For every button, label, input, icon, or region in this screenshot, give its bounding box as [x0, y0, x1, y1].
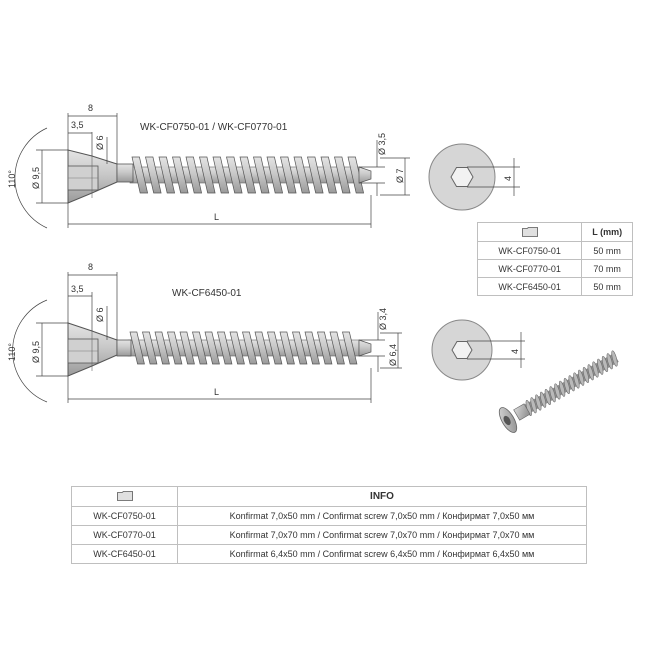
dim-neck-diameter: Ø 6 [95, 307, 105, 322]
dim-head-angle: 110° [7, 343, 17, 361]
dim-thread-diameter: Ø 7 [395, 168, 405, 183]
info-description: Konfirmat 7,0x70 mm / Confirmat screw 7,… [177, 525, 587, 545]
length-value: 50 mm [581, 241, 633, 260]
length-table-icon-cell [476, 222, 583, 242]
dim-recess-depth: 3,5 [71, 284, 84, 294]
dim-hex-size: 4 [503, 176, 513, 181]
dim-length: L [214, 387, 219, 397]
length-table: L (mm) WK-CF0750-01 50 mm WK-CF0770-01 7… [476, 222, 633, 296]
screw-2-title: WK-CF6450-01 [172, 288, 242, 299]
dim-head-diameter: Ø 9,5 [31, 341, 41, 363]
length-code: WK-CF6450-01 [476, 277, 583, 296]
screw-2-drawing: 8 3,5 Ø 6 Ø 9,5 110° Ø 3,4 Ø 6,4 L WK-CF… [7, 262, 402, 403]
screw-2-thread [127, 331, 372, 365]
screw-1-drawing: 8 3,5 Ø 6 Ø 9,5 110° Ø 3,5 Ø 7 L WK-CF07… [7, 103, 410, 229]
screw-perspective-render [498, 350, 619, 433]
info-table: INFO WK-CF0750-01 Konfirmat 7,0x50 mm / … [71, 486, 587, 564]
screw-1-title: WK-CF0750-01 / WK-CF0770-01 [140, 122, 288, 133]
dim-head-diameter: Ø 9,5 [31, 167, 41, 189]
dim-core-diameter: Ø 3,4 [378, 308, 388, 330]
folder-icon [116, 491, 133, 502]
dim-length: L [214, 212, 219, 222]
dim-thread-diameter: Ø 6,4 [388, 344, 398, 366]
info-code: WK-CF0770-01 [71, 525, 178, 545]
length-code: WK-CF0770-01 [476, 259, 583, 278]
info-description: Konfirmat 7,0x50 mm / Confirmat screw 7,… [177, 506, 587, 526]
screw-2-end-view: 4 [431, 319, 525, 381]
info-description: Konfirmat 6,4x50 mm / Confirmat screw 6,… [177, 544, 587, 564]
screw-1-end-view: 4 [428, 143, 520, 211]
length-value: 50 mm [581, 277, 633, 296]
dim-head-angle: 110° [7, 170, 17, 188]
info-table-icon-cell [71, 486, 178, 507]
dim-recess-depth: 3,5 [71, 120, 84, 130]
dim-head-length: 8 [88, 103, 93, 113]
dim-core-diameter: Ø 3,5 [377, 133, 387, 155]
dim-neck-diameter: Ø 6 [95, 135, 105, 150]
screw-1-thread [129, 156, 372, 194]
folder-icon [521, 227, 538, 238]
length-code: WK-CF0750-01 [476, 241, 583, 260]
length-table-header: L (mm) [581, 222, 633, 242]
dim-hex-size: 4 [510, 349, 520, 354]
length-value: 70 mm [581, 259, 633, 278]
dim-head-length: 8 [88, 262, 93, 272]
info-code: WK-CF6450-01 [71, 544, 178, 564]
info-table-header: INFO [177, 486, 587, 507]
info-code: WK-CF0750-01 [71, 506, 178, 526]
